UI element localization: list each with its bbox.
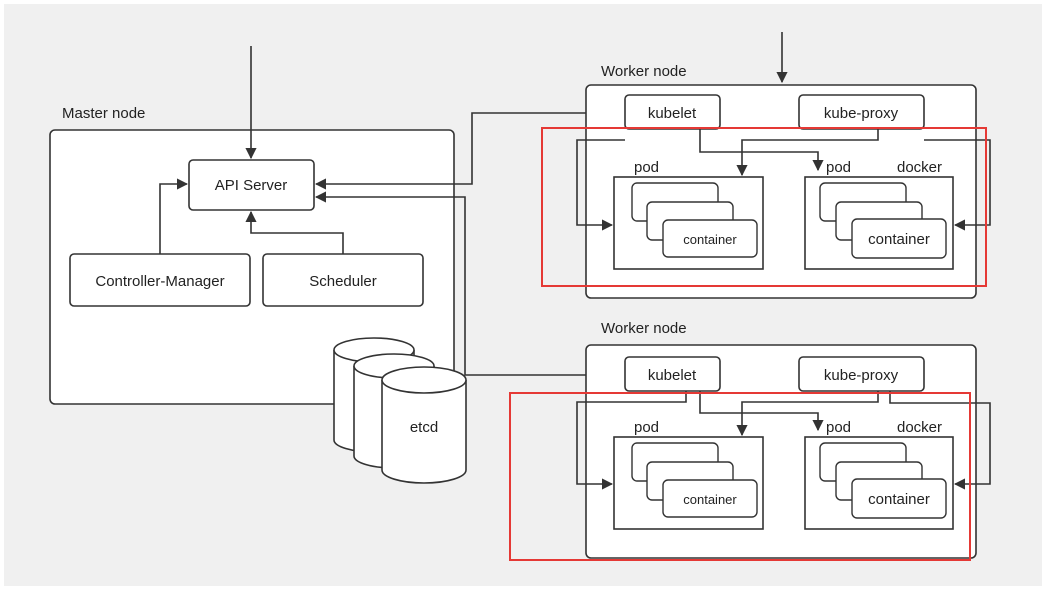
worker2-docker-label: docker [897, 419, 942, 436]
worker1-kubelet-label: kubelet [648, 105, 697, 122]
worker1-proxy-to-pod-right-arrow [924, 139, 991, 231]
worker1-proxy-to-pod-left-arrow [736, 129, 879, 177]
worker1-container-right [851, 218, 947, 259]
worker2-kubelet-to-pod-left-arrow [576, 391, 687, 490]
master-node-title: Master node [62, 105, 145, 122]
etcd-label: etcd [410, 419, 438, 436]
worker1-kubelet-to-pod-left-arrow [576, 139, 625, 231]
worker1-highlight-box [541, 127, 987, 287]
worker-node-1: Worker node kubelet kube-proxy pod conta… [541, 32, 991, 299]
worker1-container-right-label: container [868, 231, 930, 248]
worker1-kubelet-to-pod-right-arrow [699, 129, 824, 172]
worker2-container-left-label: container [683, 492, 737, 507]
worker1-pod-left-label: pod [634, 159, 659, 176]
worker2-highlight-box [509, 392, 971, 561]
controller-manager-label: Controller-Manager [95, 273, 224, 290]
worker2-proxy-to-pod-right-arrow [889, 391, 991, 490]
api-to-worker2-kubelet-arrow [314, 191, 625, 381]
worker2-container-right [851, 478, 947, 519]
api-server-label: API Server [215, 177, 288, 194]
worker2-kubelet-box [624, 356, 721, 392]
controller-to-api-arrow [159, 178, 189, 254]
worker2-kube-proxy-label: kube-proxy [824, 367, 899, 384]
worker2-kube-proxy-box [798, 356, 925, 392]
worker2-container-right-label: container [868, 491, 930, 508]
worker1-kube-proxy-label: kube-proxy [824, 105, 899, 122]
worker2-kubelet-to-pod-right-arrow [699, 391, 824, 432]
worker-node-2-title: Worker node [601, 320, 687, 337]
worker2-pod-left-label: pod [634, 419, 659, 436]
worker2-proxy-to-pod-left-arrow [736, 391, 879, 437]
api-server-box [188, 159, 315, 211]
worker1-container-left-label: container [683, 232, 737, 247]
worker2-pod-right-label: pod [826, 419, 851, 436]
worker-node-2: Worker node kubelet kube-proxy pod conta… [509, 320, 991, 561]
worker2-container-left [662, 479, 758, 518]
worker2-kubelet-label: kubelet [648, 367, 697, 384]
worker1-container-left [662, 219, 758, 258]
worker1-pod-right-label: pod [826, 159, 851, 176]
worker-node-1-title: Worker node [601, 63, 687, 80]
api-to-worker1-kubelet-arrow [314, 107, 625, 190]
worker1-docker-label: docker [897, 159, 942, 176]
scheduler-label: Scheduler [309, 273, 377, 290]
